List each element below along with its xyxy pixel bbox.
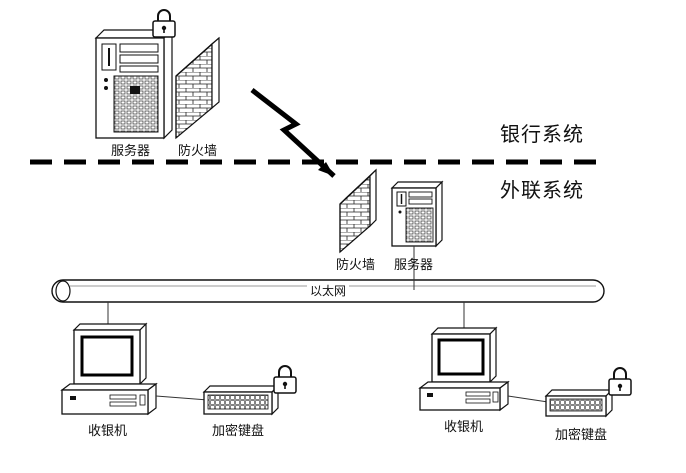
keypad-2-lock-icon xyxy=(608,367,632,396)
bank-server-icon xyxy=(94,28,174,140)
encrypted-keypad-2-icon xyxy=(544,388,614,418)
pos-terminal-2-icon xyxy=(418,326,510,412)
bank-system-region-label: 银行系统 xyxy=(500,122,584,146)
bank-server-label: 服务器 xyxy=(111,144,151,159)
lightning-link xyxy=(250,88,336,178)
external-firewall-label: 防火墙 xyxy=(336,258,376,273)
external-server-icon xyxy=(390,180,444,248)
pos-terminal-2-label: 收银机 xyxy=(444,420,484,435)
pos2-keypad-cable xyxy=(507,395,549,403)
pos1-keypad-cable xyxy=(155,395,209,401)
keypad-1-lock-icon xyxy=(273,365,297,394)
external-system-region-label: 外联系统 xyxy=(500,178,584,202)
encrypted-keypad-1-label: 加密键盘 xyxy=(212,424,265,439)
ethernet-label: 以太网 xyxy=(307,282,350,299)
pos-terminal-1-label: 收银机 xyxy=(88,424,128,439)
pos-terminal-1-icon xyxy=(60,322,158,416)
encrypted-keypad-1-icon xyxy=(202,384,280,416)
encrypted-keypad-2-label: 加密键盘 xyxy=(555,428,608,443)
bank-firewall-label: 防火墙 xyxy=(178,144,218,159)
external-firewall-icon xyxy=(339,168,377,254)
external-server-label: 服务器 xyxy=(394,258,434,273)
bank-firewall-icon xyxy=(175,36,220,140)
bank-server-lock-icon xyxy=(152,9,176,38)
